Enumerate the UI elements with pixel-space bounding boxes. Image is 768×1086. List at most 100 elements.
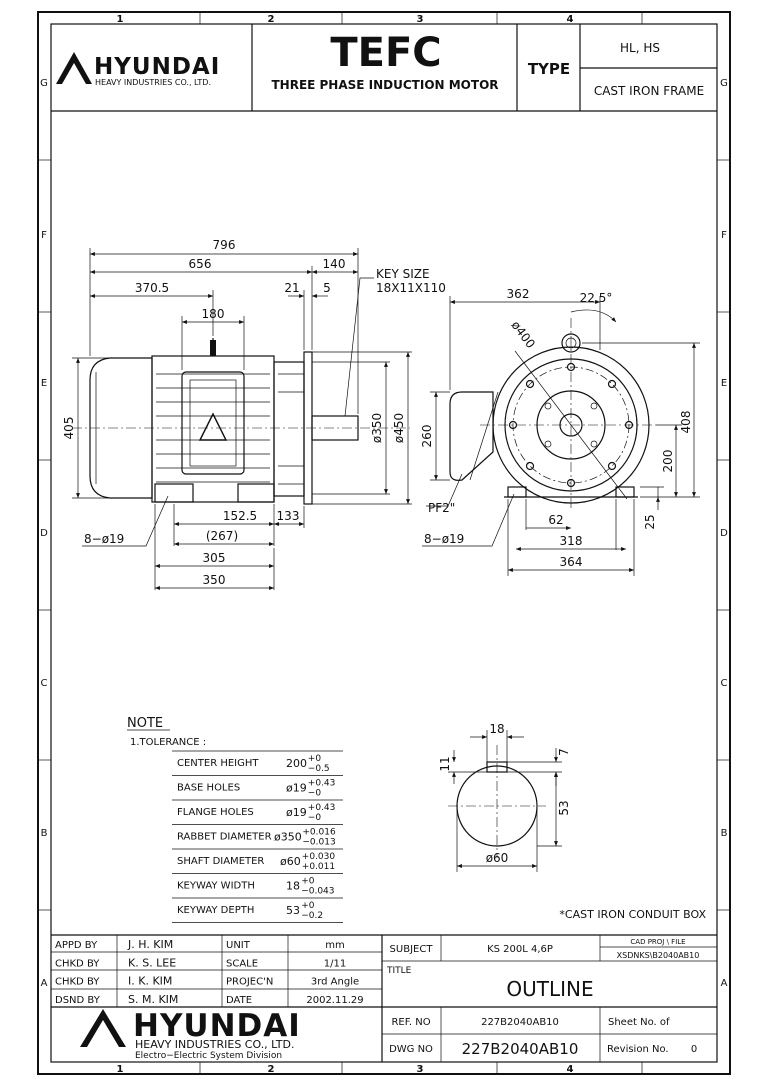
- ref-label: REF. NO: [391, 1017, 430, 1028]
- dim-152-5: 152.5: [223, 509, 257, 523]
- dim-53: 53: [557, 800, 571, 815]
- tolerance-row-label: CENTER HEIGHT: [177, 758, 259, 769]
- row-mark-b-right: B: [721, 828, 728, 839]
- front-holes-label: 8−ø19: [424, 532, 464, 546]
- tolerance-row: SHAFT DIAMETER ø60+0.030+0.011: [177, 852, 335, 872]
- dim-angle: 22.5°: [580, 291, 613, 305]
- approval-field: DATE: [226, 995, 252, 1006]
- shaft-section: 18 7 11 53 ø60: [438, 722, 571, 872]
- dim-370-5: 370.5: [135, 281, 169, 295]
- col-mark-1: 1: [117, 14, 124, 25]
- dim-21: 21: [284, 281, 299, 295]
- dim-25: 25: [643, 514, 657, 529]
- title-value: OUTLINE: [506, 977, 593, 1001]
- tolerance-row-upper: +0.43: [308, 779, 336, 789]
- cad-value: XSDNKS\B2040AB10: [617, 951, 700, 960]
- dim-656: 656: [189, 257, 212, 271]
- col-mark-2-bottom: 2: [268, 1064, 275, 1075]
- conduit-note: *CAST IRON CONDUIT BOX: [559, 908, 706, 921]
- dim-305: 305: [203, 551, 226, 565]
- header-brand: HYUNDAI: [94, 54, 220, 80]
- cad-label: CAD PROJ \ FILE: [630, 938, 685, 946]
- row-mark-b: B: [41, 828, 48, 839]
- col-mark-2: 2: [268, 14, 275, 25]
- header-brand-sub: HEAVY INDUSTRIES CO., LTD.: [95, 78, 211, 87]
- row-mark-a-right: A: [721, 978, 728, 989]
- tolerance-row-base: 53: [286, 904, 300, 917]
- dim-180: 180: [202, 307, 225, 321]
- dim-11: 11: [438, 756, 452, 771]
- sheet-label: Sheet No. of: [608, 1017, 670, 1028]
- approval-role: APPD BY: [55, 940, 98, 951]
- dim-flange-dia: ø450: [392, 413, 406, 443]
- row-mark-c-right: C: [721, 678, 728, 689]
- front-view: 362 22.5° ø400 260 408 200 25 PF2" 62: [420, 287, 700, 576]
- approval-name: J. H. KIM: [127, 938, 173, 951]
- revision-label: Revision No.: [607, 1044, 669, 1055]
- tolerance-row-label: SHAFT DIAMETER: [177, 856, 264, 867]
- dim-796: 796: [213, 238, 236, 252]
- revision-value: 0: [691, 1044, 697, 1055]
- row-mark-g: G: [40, 78, 48, 89]
- type-value: HL, HS: [620, 41, 660, 55]
- approval-row: APPD BY J. H. KIM UNIT mm: [55, 938, 345, 951]
- subject-value: KS 200L 4,6P: [487, 944, 553, 955]
- dim-140: 140: [323, 257, 346, 271]
- dim-200: 200: [661, 450, 675, 473]
- tolerance-row-upper: +0.43: [308, 803, 336, 813]
- header-title: TEFC: [330, 30, 441, 76]
- tolerance-row-lower: −0.5: [308, 764, 330, 774]
- col-mark-3-bottom: 3: [417, 1064, 424, 1075]
- hyundai-logo-icon-bottom: [80, 1009, 126, 1047]
- dim-408: 408: [679, 411, 693, 434]
- dim-267: (267): [206, 529, 238, 543]
- conduit-label: PF2": [428, 501, 455, 515]
- row-mark-a: A: [41, 978, 48, 989]
- col-mark-4-bottom: 4: [567, 1064, 574, 1075]
- dim-364: 364: [560, 555, 583, 569]
- col-mark-1-bottom: 1: [117, 1064, 124, 1075]
- dim-pcd: ø400: [509, 318, 538, 351]
- tolerance-row-base: 200: [286, 757, 307, 770]
- key-size-label: KEY SIZE: [376, 267, 430, 281]
- tolerance-row-lower: +0.011: [302, 862, 335, 872]
- row-mark-d-right: D: [720, 528, 728, 539]
- side-view: 796 656 140 370.5 21 5 180 KEY SIZE 18X1…: [62, 238, 446, 590]
- approval-value: mm: [325, 940, 344, 951]
- col-mark-4: 4: [567, 14, 574, 25]
- subject-label: SUBJECT: [390, 944, 434, 955]
- approval-field: UNIT: [226, 940, 251, 951]
- frame-value: CAST IRON FRAME: [594, 84, 704, 98]
- header-block: HYUNDAI HEAVY INDUSTRIES CO., LTD. TEFC …: [51, 24, 717, 112]
- tolerance-row-upper: +0.030: [302, 852, 336, 862]
- dim-key-width: 18: [489, 722, 504, 736]
- tolerance-row-base: ø350: [274, 831, 302, 844]
- tolerance-row-base: ø60: [280, 855, 301, 868]
- row-mark-f: F: [41, 230, 47, 241]
- approval-field: PROJEC'N: [226, 977, 273, 988]
- tolerance-row-label: FLANGE HOLES: [177, 807, 254, 818]
- tolerance-row-base: ø19: [286, 806, 307, 819]
- tolerance-row-label: KEYWAY DEPTH: [177, 905, 254, 916]
- dim-260: 260: [420, 425, 434, 448]
- bottom-brand: HYUNDAI: [133, 1008, 301, 1044]
- col-mark-3: 3: [417, 14, 424, 25]
- dim-key-depth: 7: [557, 748, 571, 756]
- row-mark-d: D: [40, 528, 48, 539]
- approval-role: CHKD BY: [55, 977, 100, 988]
- tolerance-row-lower: −0: [308, 813, 322, 823]
- tolerance-row-lower: −0.013: [302, 838, 335, 848]
- row-mark-f-right: F: [721, 230, 727, 241]
- dwg-label: DWG NO: [389, 1044, 433, 1055]
- approval-value: 1/11: [324, 958, 346, 969]
- tolerance-row-lower: −0.043: [301, 887, 334, 897]
